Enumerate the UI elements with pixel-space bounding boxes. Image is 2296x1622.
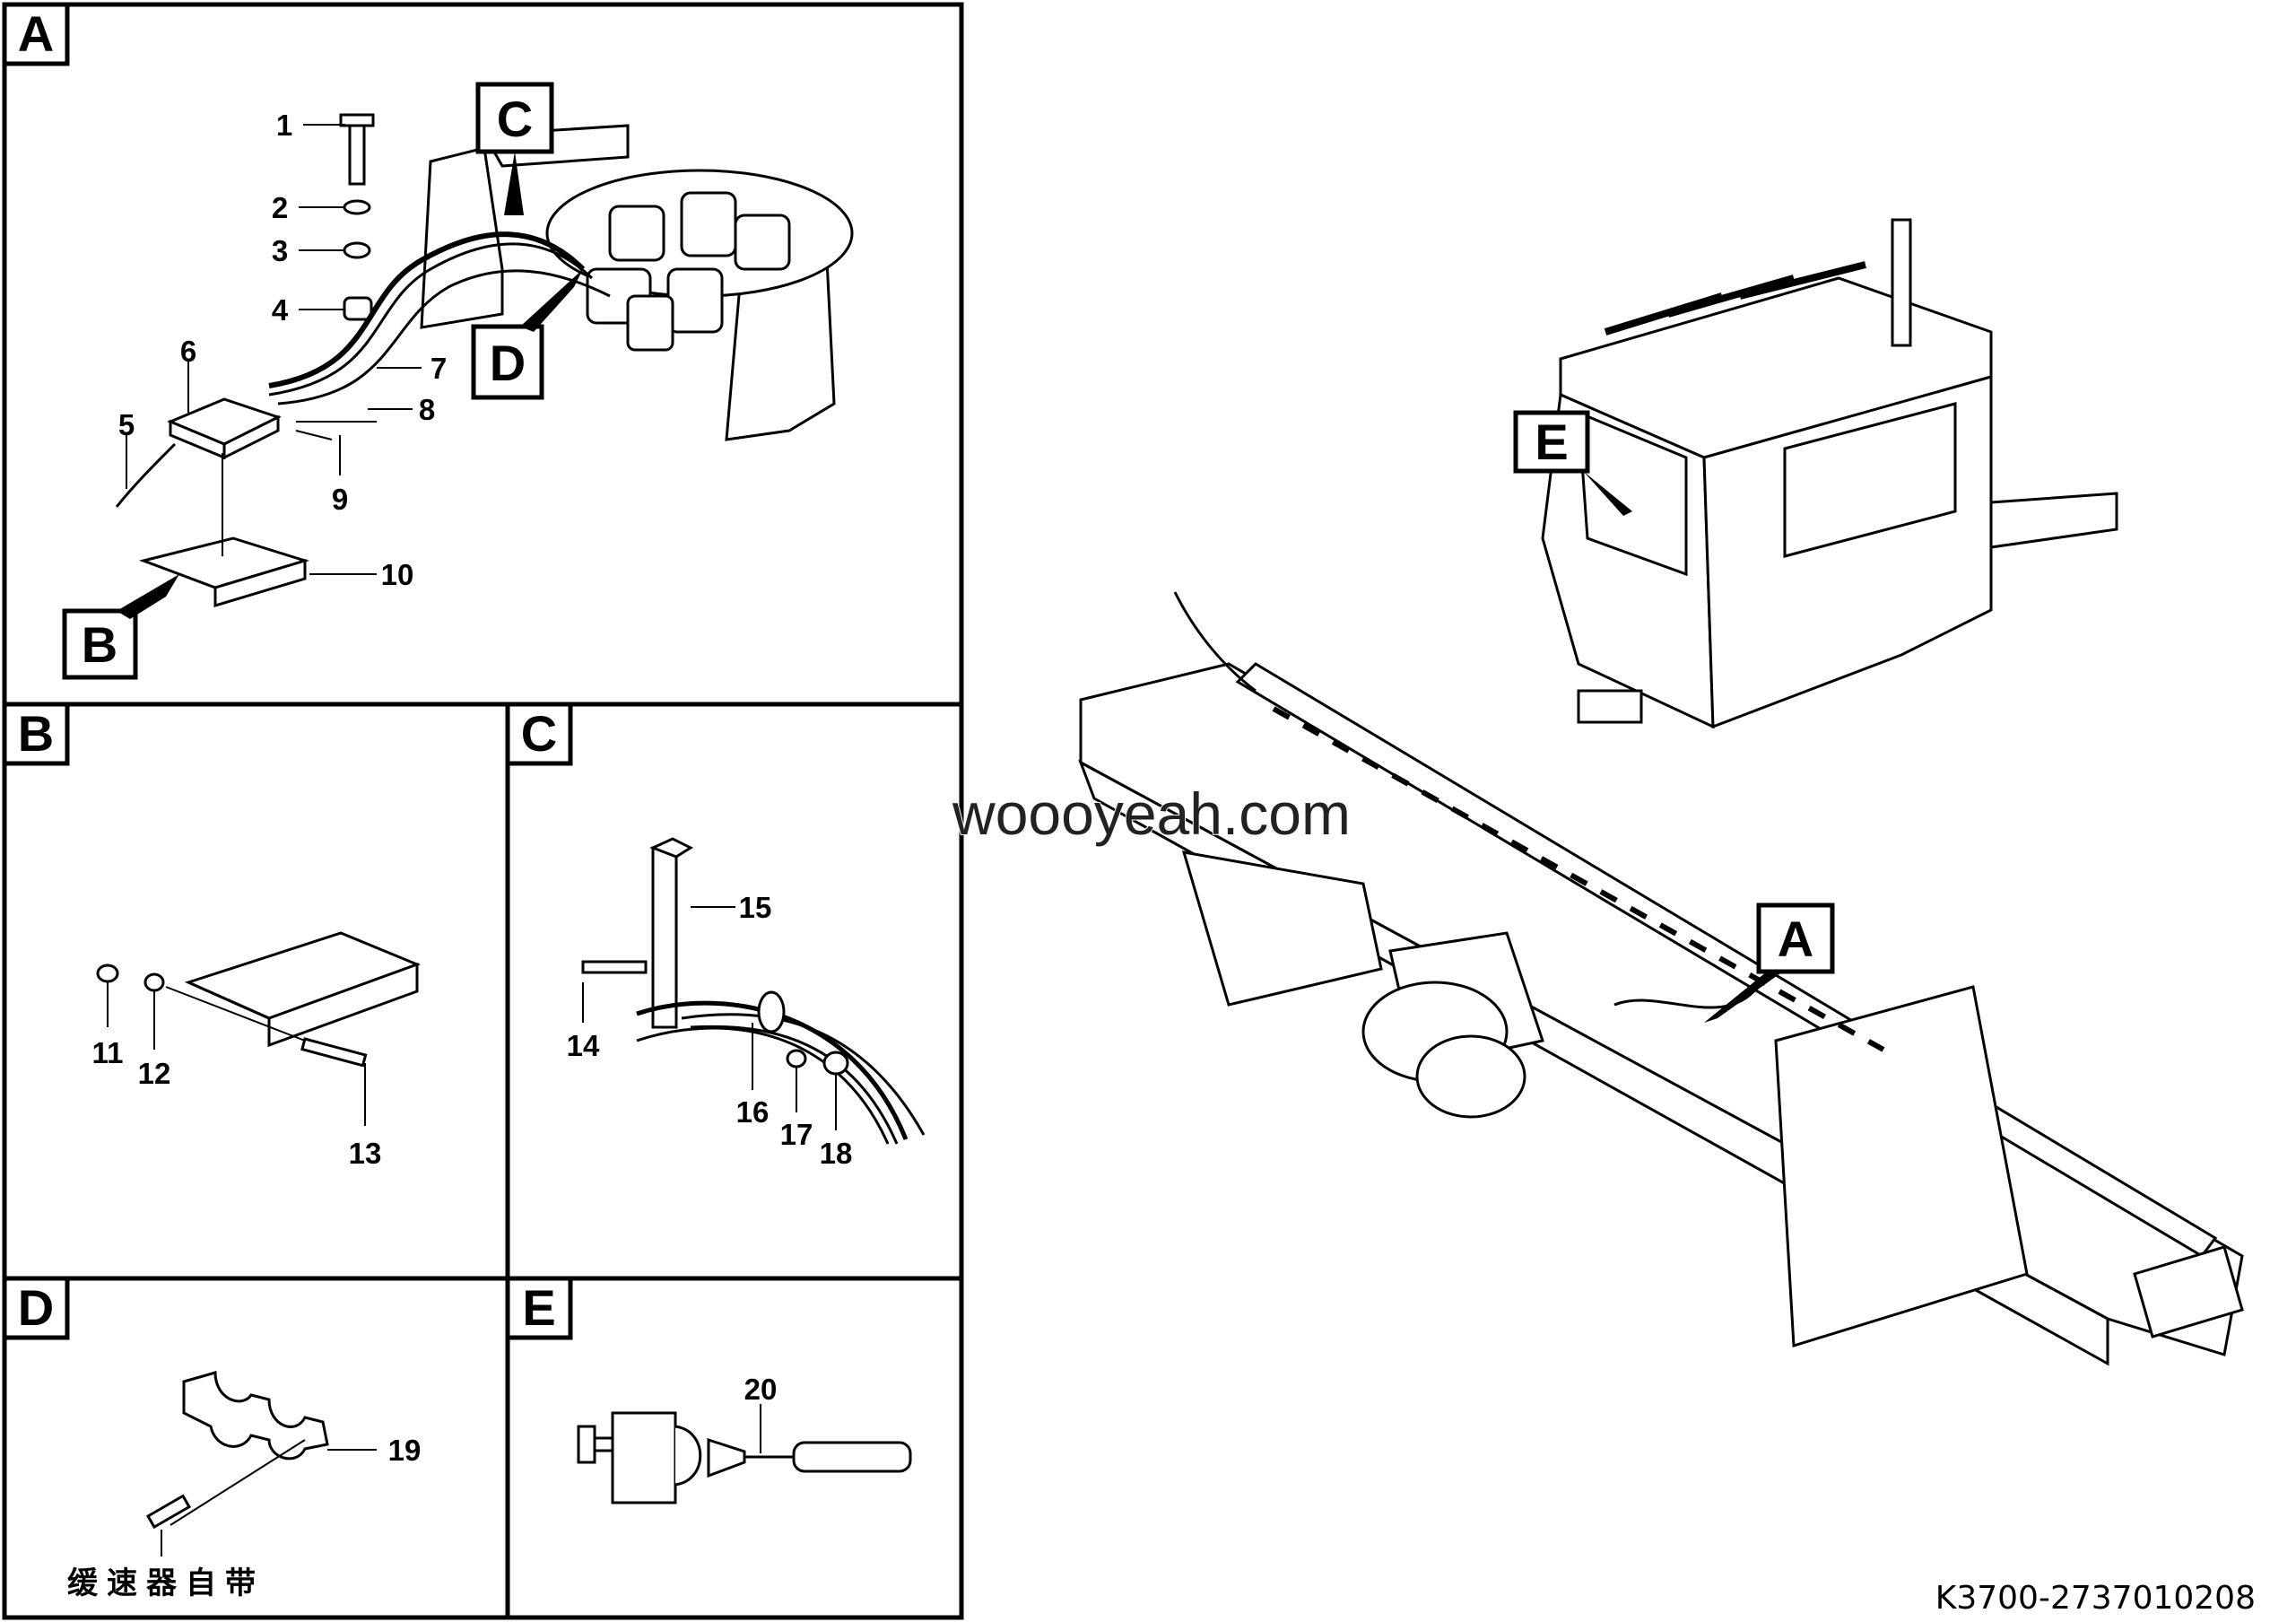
item-number: 5 xyxy=(118,408,135,441)
svg-text:E: E xyxy=(1535,414,1568,470)
panel-a-leaders xyxy=(126,124,422,575)
item-number: 1 xyxy=(276,109,292,142)
cab-drawing xyxy=(1541,218,2118,729)
panel-tag-e: E xyxy=(505,1276,573,1340)
callout-d: D xyxy=(471,269,583,400)
item-number: 9 xyxy=(332,483,348,516)
panel-frames xyxy=(2,2,964,1620)
mounting-plate-drawing xyxy=(96,931,422,1126)
drawing-code: K3700-2737010208 xyxy=(1935,1580,2256,1617)
item-number: 16 xyxy=(736,1095,770,1129)
callout-c: C xyxy=(475,82,554,215)
item-number: 4 xyxy=(272,293,289,327)
panel-tag-c: C xyxy=(505,702,573,766)
overview-callout-e: E xyxy=(1513,410,1632,516)
item-number: 20 xyxy=(744,1373,778,1406)
item-number: 7 xyxy=(430,352,447,385)
svg-text:C: C xyxy=(521,705,557,762)
item-number: 15 xyxy=(739,891,772,924)
retarder-assembly-drawing xyxy=(115,113,854,608)
watermark: woooyeah.com xyxy=(952,780,1351,847)
svg-text:A: A xyxy=(1778,911,1813,967)
svg-text:B: B xyxy=(82,616,117,673)
svg-text:D: D xyxy=(490,335,526,391)
retarder-supplied-note: 缓速器自带 xyxy=(67,1565,265,1601)
item-number: 12 xyxy=(138,1057,171,1090)
callout-b: B xyxy=(62,574,179,680)
retarder-control-lever-drawing xyxy=(577,1404,912,1504)
item-number: 10 xyxy=(381,558,414,591)
item-number: 19 xyxy=(388,1434,422,1467)
item-number: 13 xyxy=(349,1137,382,1170)
item-number: 8 xyxy=(419,393,435,426)
item-number: 17 xyxy=(780,1118,813,1151)
item-number: 18 xyxy=(820,1137,853,1170)
clamp-bracket-drawing xyxy=(145,1371,377,1557)
svg-text:C: C xyxy=(497,91,533,147)
item-number: 2 xyxy=(272,191,288,224)
item-number: 6 xyxy=(180,335,196,368)
svg-text:A: A xyxy=(18,5,54,62)
panel-tag-a: A xyxy=(2,2,70,66)
panel-a-item-numbers: 1 2 3 4 5 6 7 8 9 10 xyxy=(118,109,447,591)
item-number: 14 xyxy=(567,1029,600,1062)
svg-text:E: E xyxy=(522,1279,555,1336)
item-number: 3 xyxy=(272,234,288,267)
panel-tag-b: B xyxy=(2,702,70,766)
chassis-frame-drawing xyxy=(1078,591,2244,1366)
overview-callout-a: A xyxy=(1704,903,1835,1023)
panel-tag-d: D xyxy=(2,1276,70,1340)
svg-text:D: D xyxy=(18,1279,54,1336)
item-number: 11 xyxy=(92,1036,124,1069)
svg-text:B: B xyxy=(18,705,54,762)
harness-clamp-drawing xyxy=(581,837,926,1145)
